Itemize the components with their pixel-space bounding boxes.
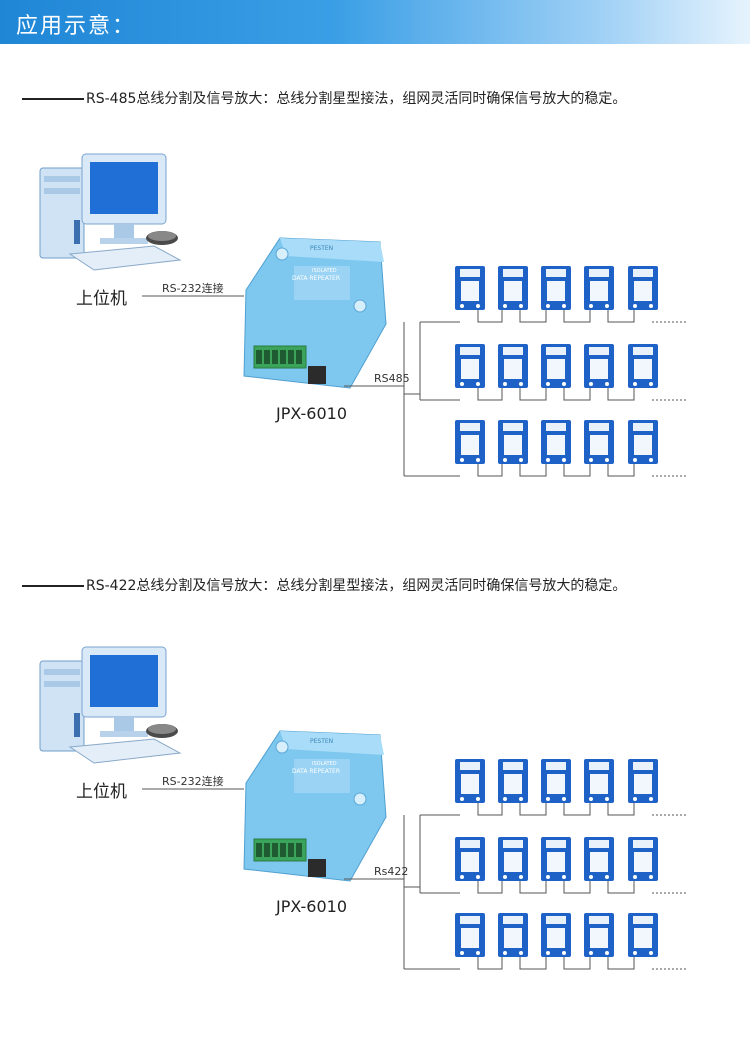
slave-device-icon xyxy=(628,913,658,957)
slave-device-icon xyxy=(498,266,528,310)
desktop-computer-icon xyxy=(39,646,182,764)
data-repeater-device-icon xyxy=(243,730,387,882)
caption-rule xyxy=(22,585,84,587)
slave-device-icon xyxy=(455,420,485,464)
link-label: RS-232连接 xyxy=(162,775,224,788)
slave-device-icon xyxy=(628,837,658,881)
diagram-rs485: PESTEN ISOLATED DATA REPEATER 上位机 RS-232… xyxy=(0,150,750,510)
slave-device-icon xyxy=(541,837,571,881)
diagram-canvas: PESTEN ISOLATED DATA REPEATER xyxy=(39,646,688,970)
slave-device-icon xyxy=(584,913,614,957)
bus-wiring xyxy=(344,803,688,970)
slave-device-icon xyxy=(584,344,614,388)
slave-device-icon xyxy=(498,759,528,803)
converter-brand: PESTEN xyxy=(310,245,333,252)
link-label: RS-232连接 xyxy=(162,282,224,295)
terminal-block xyxy=(253,838,307,862)
slave-device-icon xyxy=(584,759,614,803)
slave-device-icon xyxy=(455,344,485,388)
slave-device-icon xyxy=(541,344,571,388)
host-label: 上位机 xyxy=(76,782,127,802)
mouse-icon xyxy=(146,724,178,738)
diagram-rs422: PESTEN ISOLATED DATA REPEATER 上位机 RS-232… xyxy=(0,643,750,1003)
converter-line1: ISOLATED xyxy=(312,761,337,767)
slave-device-icon xyxy=(541,759,571,803)
slave-device-icon xyxy=(498,420,528,464)
mouse-icon xyxy=(146,231,178,245)
converter-line1: ISOLATED xyxy=(312,268,337,274)
slave-device-icon xyxy=(455,837,485,881)
slave-device-icon xyxy=(498,344,528,388)
slave-device-icon xyxy=(498,913,528,957)
slave-device-icon xyxy=(584,420,614,464)
device-label: JPX-6010 xyxy=(276,897,348,916)
slave-device-icon xyxy=(455,266,485,310)
bus-label: RS485 xyxy=(374,372,410,385)
slave-device-icon xyxy=(455,913,485,957)
slave-device-icon xyxy=(584,266,614,310)
slave-device-icon xyxy=(628,344,658,388)
slave-device-grid xyxy=(455,266,658,464)
converter-line2: DATA REPEATER xyxy=(292,275,340,282)
data-repeater-device-icon xyxy=(243,237,387,389)
desktop-computer-icon xyxy=(39,153,182,271)
slave-device-icon xyxy=(584,837,614,881)
slave-device-icon xyxy=(541,266,571,310)
slave-device-icon xyxy=(498,837,528,881)
converter-brand: PESTEN xyxy=(310,738,333,745)
slave-device-icon xyxy=(628,420,658,464)
section-caption: RS-485总线分割及信号放大：总线分割星型接法，组网灵活同时确保信号放大的稳定… xyxy=(86,91,627,107)
bus-wiring xyxy=(344,310,688,477)
terminal-block xyxy=(253,345,307,369)
slave-device-icon xyxy=(628,759,658,803)
bus-label: Rs422 xyxy=(374,865,409,878)
caption-rule xyxy=(22,98,84,100)
slave-device-icon xyxy=(628,266,658,310)
diagram-canvas: PESTEN ISOLATED DATA REPEATER xyxy=(39,153,688,477)
converter-line2: DATA REPEATER xyxy=(292,768,340,775)
host-label: 上位机 xyxy=(76,289,127,309)
device-label: JPX-6010 xyxy=(276,404,348,423)
slave-device-icon xyxy=(541,420,571,464)
slave-device-icon xyxy=(455,759,485,803)
section-caption: RS-422总线分割及信号放大：总线分割星型接法，组网灵活同时确保信号放大的稳定… xyxy=(86,578,627,594)
page-title: 应用示意： xyxy=(16,14,137,39)
slave-device-icon xyxy=(541,913,571,957)
slave-device-grid xyxy=(455,759,658,957)
header-bar: 应用示意： xyxy=(0,0,750,44)
